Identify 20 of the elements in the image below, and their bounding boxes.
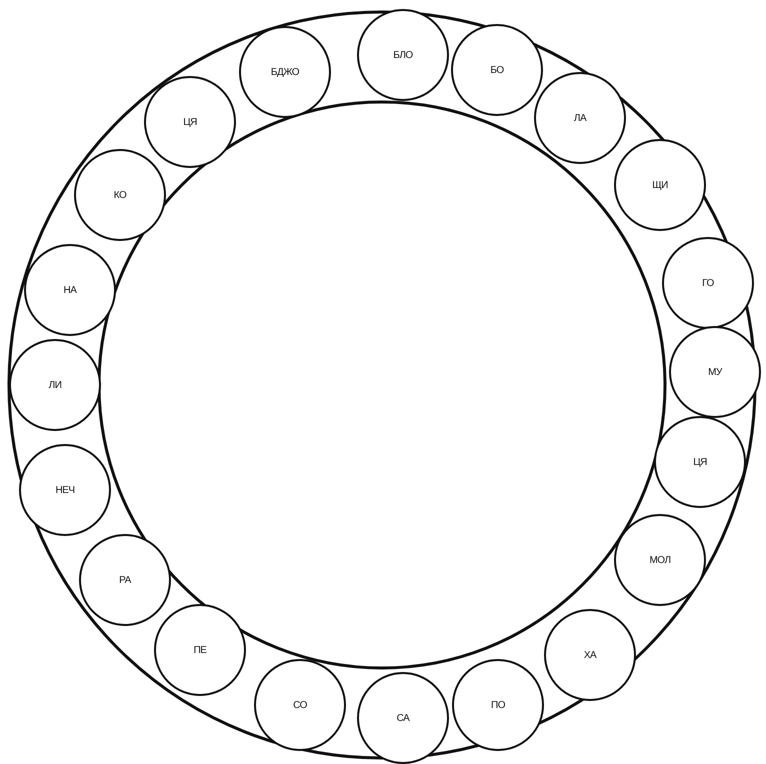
syllable-circle: НА bbox=[24, 244, 116, 336]
syllable-circle: ХА bbox=[544, 609, 636, 701]
syllable-circle: РА bbox=[79, 534, 171, 626]
syllable-circle: ГО bbox=[662, 237, 754, 329]
syllable-circle: ЛА bbox=[534, 72, 626, 164]
syllable-circle: МОЛ bbox=[614, 514, 706, 606]
syllable-circle: БЛО bbox=[357, 9, 449, 101]
syllable-circle: ЦЯ bbox=[144, 76, 236, 168]
syllable-circle: МУ bbox=[669, 326, 761, 418]
syllable-circle: СО bbox=[254, 659, 346, 751]
syllable-circle: БО bbox=[451, 24, 543, 116]
syllable-circle: КО bbox=[74, 149, 166, 241]
syllable-circle: НЕЧ bbox=[19, 444, 111, 536]
syllable-circle: ЩИ bbox=[614, 139, 706, 231]
syllable-circle: ЦЯ bbox=[654, 416, 746, 508]
syllable-circle: СА bbox=[357, 672, 449, 764]
syllable-circle: ПО bbox=[452, 659, 544, 751]
syllable-circle: ПЕ bbox=[154, 604, 246, 696]
syllable-circle: БДЖО bbox=[239, 26, 331, 118]
syllable-circle: ЛИ bbox=[9, 339, 101, 431]
